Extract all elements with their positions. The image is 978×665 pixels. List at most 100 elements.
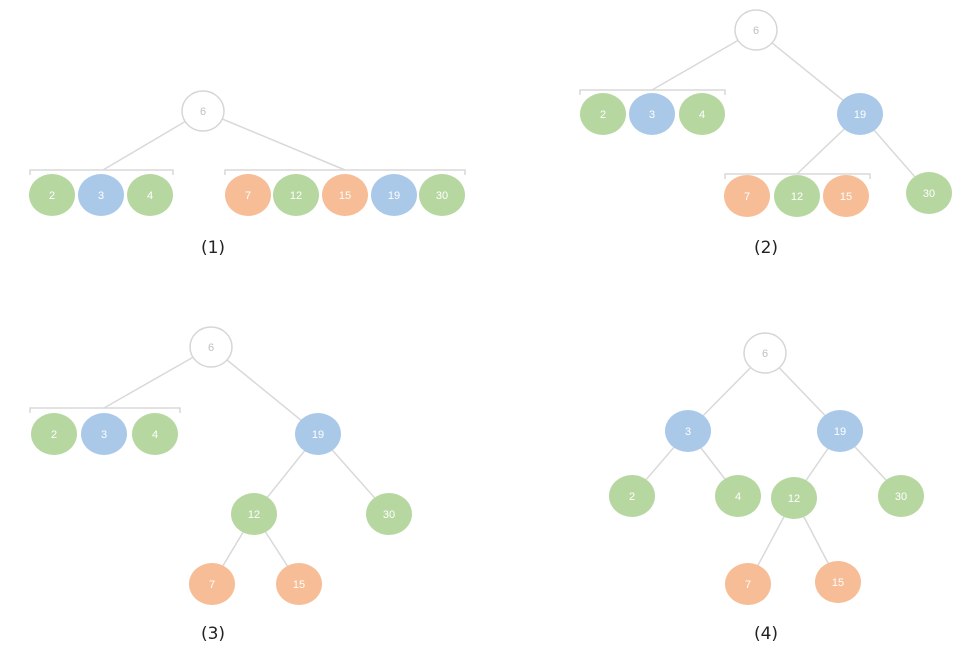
panel-label-3: (3) <box>200 624 226 644</box>
node-value: 6 <box>200 106 206 118</box>
tree-node: 7 <box>724 175 770 217</box>
node-group-bracket <box>579 89 726 95</box>
node-value: 12 <box>248 509 260 521</box>
node-value: 3 <box>101 429 107 441</box>
node-value: 3 <box>98 190 104 202</box>
node-value: 2 <box>629 491 635 503</box>
node-value: 30 <box>383 509 395 521</box>
node-circle <box>715 475 761 517</box>
tree-node: 19 <box>371 174 417 216</box>
node-circle <box>837 93 883 135</box>
node-value: 15 <box>293 579 305 591</box>
node-value: 7 <box>209 579 215 591</box>
panel-1: 6 2 3 4 7 12 15 19 30 <box>29 90 466 216</box>
tree-node: 30 <box>906 172 952 214</box>
tree-node: 19 <box>837 93 883 135</box>
tree-node: 3 <box>665 410 711 452</box>
node-circle <box>609 475 655 517</box>
node-value: 7 <box>245 190 251 202</box>
node-value: 4 <box>147 190 153 202</box>
root-node: 6 <box>189 326 233 368</box>
node-circle <box>725 563 771 605</box>
node-circle <box>81 413 127 455</box>
node-circle <box>273 174 319 216</box>
tree-node: 3 <box>629 93 675 135</box>
node-group-bracket <box>29 407 181 413</box>
panel-label-4: (4) <box>753 624 779 644</box>
node-circle <box>276 563 322 605</box>
node-value: 15 <box>840 191 852 203</box>
node-value: 3 <box>685 426 691 438</box>
node-circle <box>419 174 465 216</box>
node-circle <box>771 477 817 519</box>
node-group-bracket <box>29 169 174 175</box>
node-circle <box>29 174 75 216</box>
node-value: 6 <box>208 342 214 354</box>
node-circle <box>322 174 368 216</box>
node-circle <box>225 174 271 216</box>
node-value: 15 <box>339 190 351 202</box>
node-circle <box>679 93 725 135</box>
node-group-bracket <box>224 169 466 175</box>
node-circle <box>371 174 417 216</box>
node-value: 2 <box>51 429 57 441</box>
node-value: 19 <box>312 429 324 441</box>
tree-node: 2 <box>609 475 655 517</box>
node-circle <box>815 561 861 603</box>
tree-node: 2 <box>29 174 75 216</box>
tree-node: 30 <box>366 493 412 535</box>
tree-node: 7 <box>225 174 271 216</box>
node-circle <box>629 93 675 135</box>
tree-edge <box>755 29 861 115</box>
tree-node: 2 <box>580 93 626 135</box>
node-value: 6 <box>762 348 768 360</box>
node-circle <box>189 563 235 605</box>
node-circle <box>823 175 869 217</box>
node-value: 12 <box>290 190 302 202</box>
node-circle <box>580 93 626 135</box>
node-circle <box>906 172 952 214</box>
tree-node: 12 <box>231 493 277 535</box>
panel-label-1: (1) <box>200 238 226 258</box>
node-value: 19 <box>834 426 846 438</box>
node-circle <box>734 9 778 51</box>
panel-3: 6 2 3 4 19 12 30 7 15 <box>29 326 412 605</box>
node-value: 19 <box>854 109 866 121</box>
node-value: 3 <box>649 109 655 121</box>
tree-node: 3 <box>81 413 127 455</box>
node-value: 19 <box>388 190 400 202</box>
node-value: 12 <box>791 191 803 203</box>
tree-node: 4 <box>132 413 178 455</box>
node-circle <box>774 175 820 217</box>
root-node: 6 <box>734 9 778 51</box>
node-circle <box>31 413 77 455</box>
tree-node: 15 <box>815 561 861 603</box>
tree-node: 30 <box>419 174 465 216</box>
node-circle <box>743 332 787 374</box>
node-value: 30 <box>436 190 448 202</box>
node-value: 30 <box>895 491 907 503</box>
node-circle <box>127 174 173 216</box>
node-circle <box>181 90 225 132</box>
tree-node: 7 <box>725 563 771 605</box>
node-circle <box>665 410 711 452</box>
node-circle <box>295 413 341 455</box>
tree-node: 4 <box>127 174 173 216</box>
tree-node: 3 <box>78 174 124 216</box>
tree-node: 19 <box>295 413 341 455</box>
node-value: 7 <box>745 579 751 591</box>
node-value: 30 <box>923 188 935 200</box>
node-circle <box>132 413 178 455</box>
node-value: 2 <box>49 190 55 202</box>
node-value: 15 <box>832 577 844 589</box>
node-circle <box>817 410 863 452</box>
node-circle <box>724 175 770 217</box>
node-circle <box>878 475 924 517</box>
node-value: 6 <box>753 25 759 37</box>
tree-node: 12 <box>771 477 817 519</box>
tree-node: 12 <box>774 175 820 217</box>
tree-edge <box>202 110 346 171</box>
tree-node: 30 <box>878 475 924 517</box>
